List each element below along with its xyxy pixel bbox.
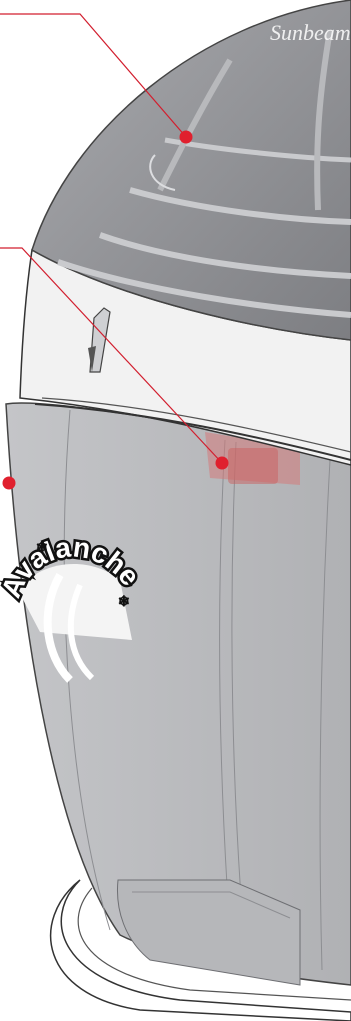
callout-dot: [216, 457, 229, 470]
callout-ice-shaver-body: [3, 477, 16, 490]
callout-dot: [3, 477, 16, 490]
snowflake-icon: ❄: [36, 539, 48, 555]
callout-dot: [180, 131, 193, 144]
brand-logo: Sunbeam: [270, 20, 351, 45]
snowflake-icon: ❄: [118, 593, 130, 609]
body-housing: [6, 403, 351, 985]
